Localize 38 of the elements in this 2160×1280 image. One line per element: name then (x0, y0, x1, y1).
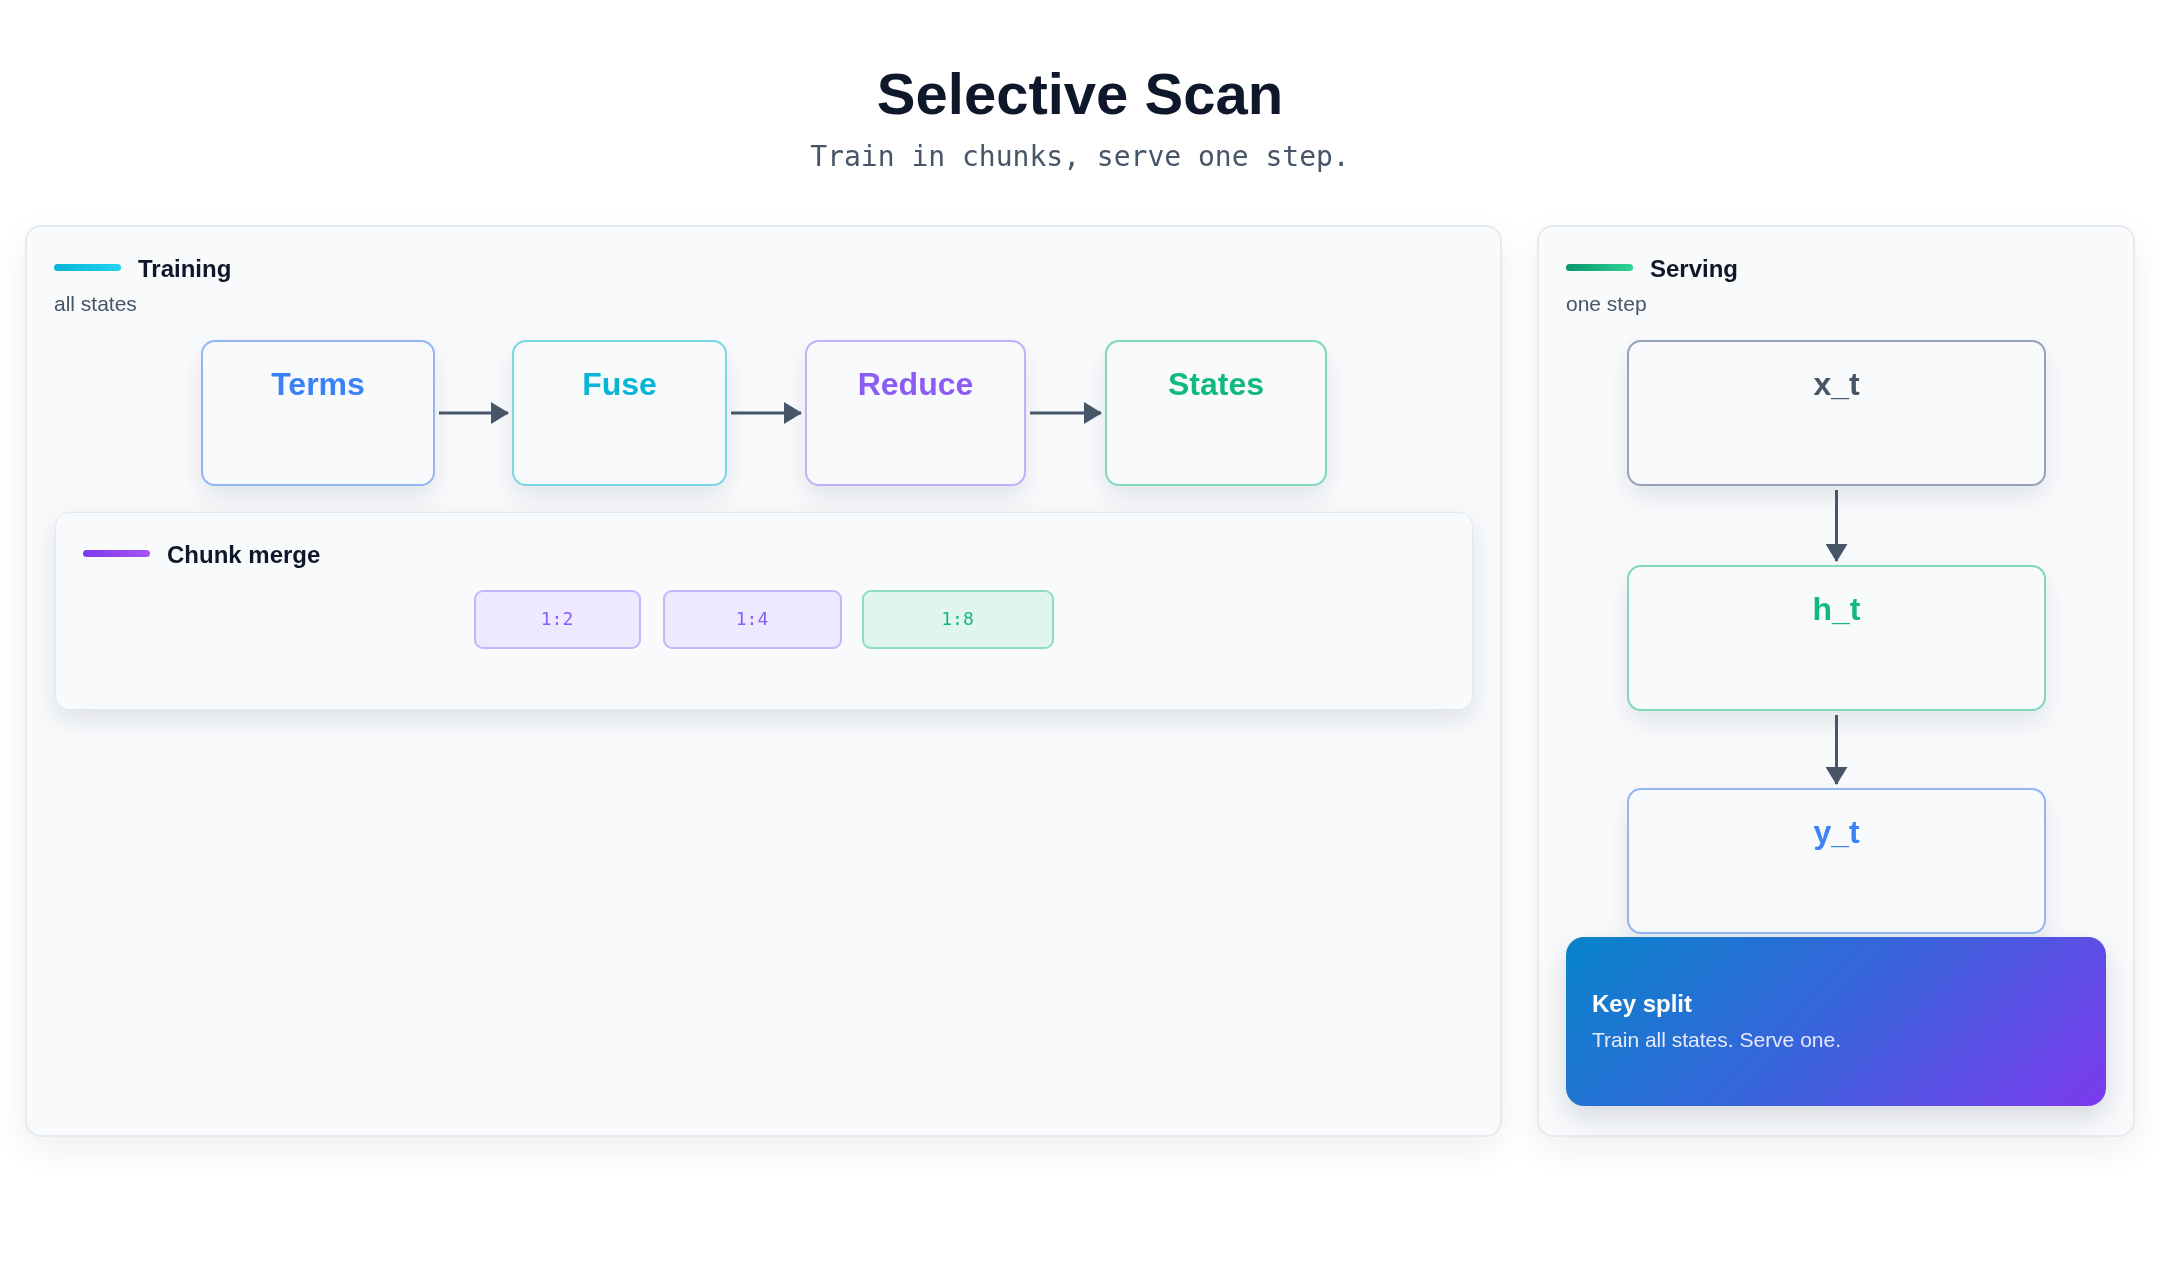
node-label: h_t (1812, 590, 1861, 628)
process-box (512, 340, 727, 486)
node-label: States (1167, 365, 1264, 403)
diagram-title: Selective Scan (876, 60, 1284, 128)
node-label: x_t (1813, 365, 1860, 403)
callout-card (1566, 937, 2106, 1106)
process-box (1627, 788, 2046, 934)
process-box (805, 340, 1026, 486)
process-box (201, 340, 435, 486)
arrow (439, 402, 509, 424)
process-box (1105, 340, 1327, 486)
section-panel (25, 225, 1502, 1137)
ratio-chip (473, 589, 641, 649)
node-label: y_t (1813, 813, 1860, 851)
callout-text: Train all states. Serve one. (1592, 1027, 1841, 1053)
arrow (1825, 490, 1848, 562)
process-box (1627, 565, 2046, 711)
node-label: Reduce (857, 365, 974, 403)
arrow (1825, 715, 1848, 785)
subsection-panel (55, 512, 1473, 710)
callout-title: Key split (1592, 989, 1693, 1019)
panel-subtitle: all states (54, 291, 137, 317)
panel-title: Serving (1650, 254, 1739, 284)
ratio-label: 1:2 (540, 608, 574, 630)
ratio-chip (662, 589, 842, 649)
section-panel (1537, 225, 2135, 1137)
arrow (1030, 402, 1102, 424)
panel-title: Chunk merge (167, 540, 321, 570)
panel-subtitle: one step (1566, 291, 1647, 317)
process-box (1627, 340, 2046, 486)
panel-title: Training (138, 254, 232, 284)
arrow (731, 402, 802, 424)
ratio-chip (861, 589, 1054, 649)
node-label: Terms (271, 365, 365, 403)
diagram-subtitle: Train in chunks, serve one step. (810, 140, 1350, 174)
node-label: Fuse (582, 365, 657, 403)
ratio-label: 1:4 (735, 608, 769, 630)
ratio-label: 1:8 (941, 608, 974, 630)
